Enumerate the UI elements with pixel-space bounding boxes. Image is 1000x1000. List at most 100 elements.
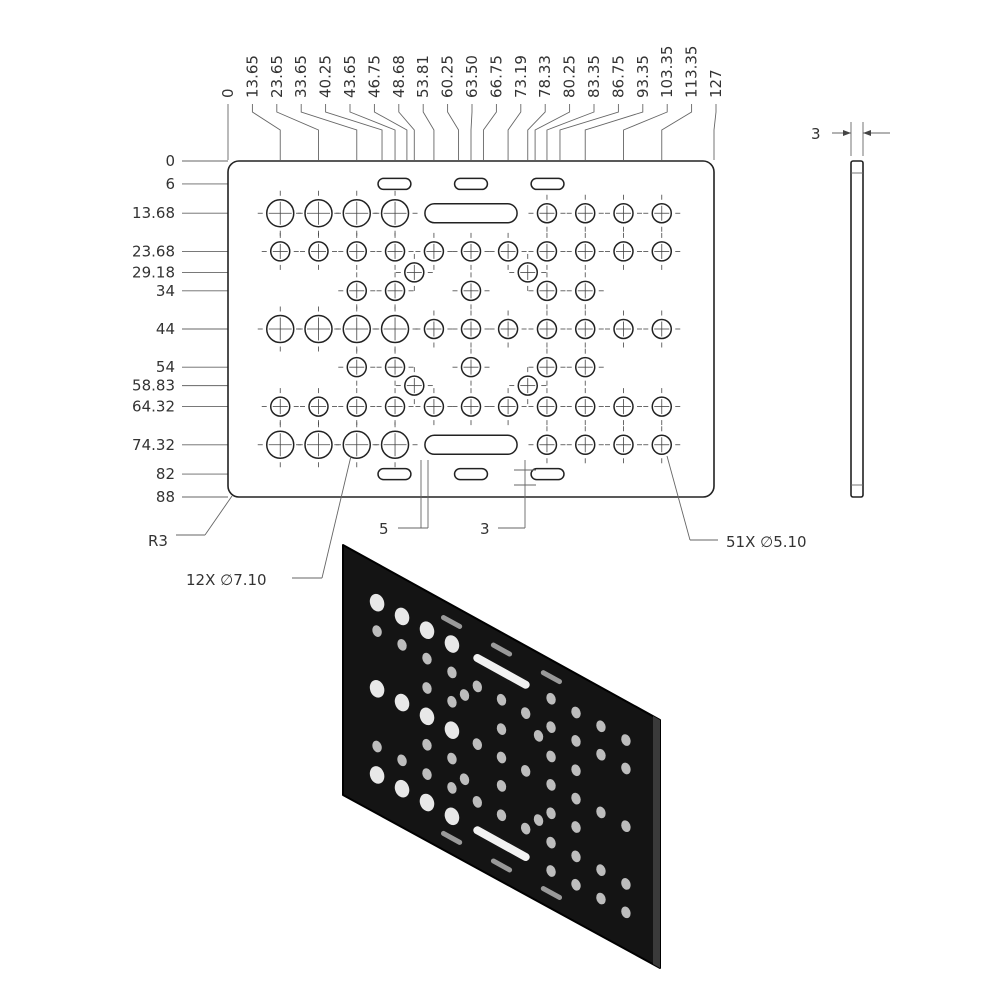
iso-small-hole <box>533 814 544 826</box>
iso-small-hole <box>459 689 470 701</box>
x-dimension-label: 113.35 <box>683 46 701 99</box>
x-dimension-label: 66.75 <box>487 55 505 98</box>
x-leader <box>251 104 281 160</box>
slot <box>377 467 412 481</box>
x-leader <box>422 104 435 160</box>
iso-small-hole <box>596 720 606 733</box>
iso-large-hole <box>369 680 385 698</box>
small-hole <box>497 396 519 417</box>
iso-small-hole <box>571 735 581 747</box>
iso-large-hole <box>444 807 460 826</box>
iso-small-hole <box>472 738 483 750</box>
small-hole <box>497 241 519 262</box>
iso-small-hole <box>472 680 483 693</box>
x-dimension-label: 78.33 <box>536 55 554 98</box>
small-hole <box>497 318 519 340</box>
small-hole <box>651 396 673 417</box>
small-hole <box>460 318 482 340</box>
small-hole <box>574 280 596 302</box>
iso-small-hole <box>571 792 581 805</box>
iso-small-hole <box>571 850 581 863</box>
small-hole <box>384 280 406 302</box>
small-hole <box>574 356 596 378</box>
large-hole <box>304 198 333 228</box>
iso-small-hole <box>459 773 470 786</box>
iso-large-hole <box>444 635 460 653</box>
small-hole <box>346 241 368 262</box>
small-hole <box>574 318 596 340</box>
x-leader <box>349 104 396 160</box>
x-dimension-label: 127 <box>707 69 725 98</box>
x-dimension-label: 83.35 <box>585 55 603 98</box>
iso-slot <box>440 615 463 629</box>
iso-large-hole <box>394 607 410 626</box>
iso-small-hole <box>596 892 606 905</box>
y-dimension-label: 74.32 <box>132 436 175 454</box>
x-leader <box>300 104 358 160</box>
hole-center-lines <box>257 190 681 468</box>
iso-small-hole <box>596 806 606 819</box>
y-dimension-label: 23.68 <box>132 242 175 260</box>
slot <box>377 177 412 191</box>
large-hole <box>265 198 295 228</box>
x-leader <box>507 104 522 160</box>
x-dimension-label: 43.65 <box>341 55 359 98</box>
large-hole <box>342 314 372 344</box>
small-hole <box>536 280 558 302</box>
small-hole <box>384 356 406 378</box>
small-hole <box>651 241 673 262</box>
slot-offset-callout: 5 <box>379 460 429 538</box>
x-dimension-label: 60.25 <box>439 55 457 98</box>
small-hole <box>536 434 558 456</box>
y-dimension-label: 6 <box>165 175 175 193</box>
iso-small-hole <box>546 836 556 849</box>
iso-small-hole <box>496 751 507 764</box>
iso-large-hole <box>369 766 385 784</box>
iso-small-hole <box>533 729 544 742</box>
iso-small-hole <box>571 878 581 891</box>
iso-slot <box>473 654 530 689</box>
x-leader <box>623 104 668 160</box>
iso-small-hole <box>372 740 382 753</box>
x-dimension-label: 86.75 <box>609 55 627 98</box>
small-hole <box>613 318 634 340</box>
y-dimension-label: 34 <box>156 282 175 300</box>
iso-small-hole <box>397 754 407 767</box>
small-hole <box>613 202 634 224</box>
hole-pattern <box>265 177 673 481</box>
x-leader <box>661 104 693 160</box>
iso-slot <box>473 826 530 861</box>
iso-small-hole <box>546 750 556 763</box>
x-leader <box>470 104 473 160</box>
slot <box>530 177 565 191</box>
iso-large-hole <box>369 593 385 612</box>
x-dimension-label: 13.65 <box>243 55 261 98</box>
radius-callout: R3 <box>148 495 233 550</box>
y-dimension-label: 82 <box>156 465 175 483</box>
x-dimension-label: 46.75 <box>365 55 383 98</box>
iso-small-hole <box>496 809 507 822</box>
x-dimension-label: 63.50 <box>463 55 481 98</box>
iso-small-hole <box>472 796 483 808</box>
plate-3d-render <box>342 544 661 969</box>
small-hole <box>269 396 291 417</box>
small-hole <box>613 241 634 262</box>
plate-side-view: 3 <box>811 122 890 498</box>
slot-spacing-callout: 3 <box>480 460 536 538</box>
iso-small-hole <box>596 864 606 876</box>
iso-slot <box>540 670 563 685</box>
iso-slot <box>490 642 513 657</box>
small-hole <box>404 262 425 283</box>
x-dimension-label: 93.35 <box>634 55 652 98</box>
iso-small-hole <box>520 707 531 719</box>
small-hole <box>423 396 445 417</box>
iso-small-hole <box>496 780 507 792</box>
large-hole-callout: 12X ∅7.10 <box>186 455 352 589</box>
iso-large-hole <box>419 621 435 640</box>
y-dimension-label: 44 <box>156 320 175 338</box>
iso-large-hole <box>419 707 435 726</box>
x-leader <box>546 104 595 160</box>
iso-small-hole <box>621 820 631 833</box>
